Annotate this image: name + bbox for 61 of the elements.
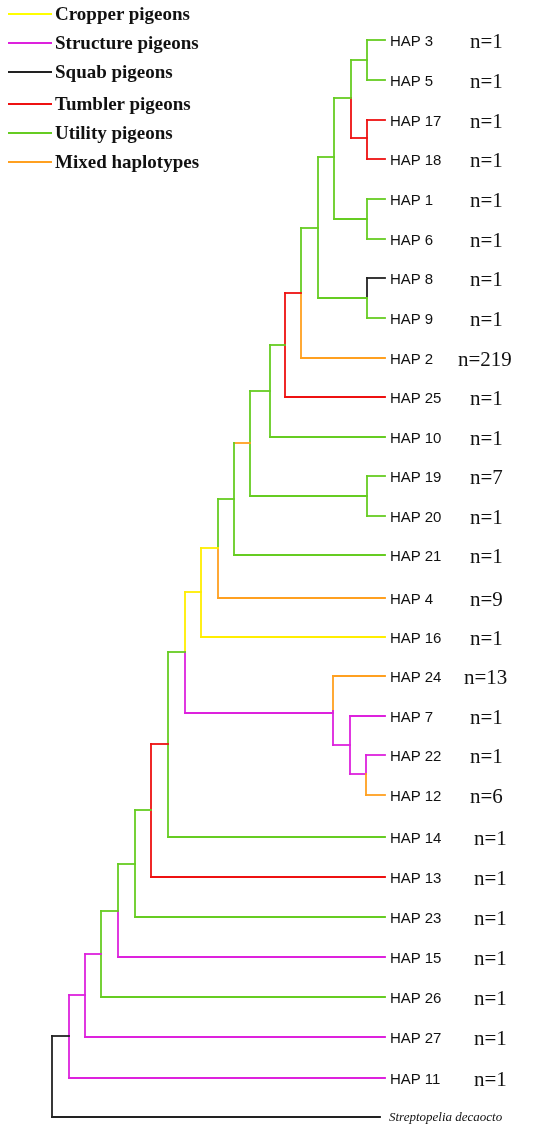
haplotype-label: HAP 20 <box>390 507 442 525</box>
sample-count: n=219 <box>458 346 512 372</box>
haplotype-label: HAP 25 <box>390 388 442 406</box>
haplotype-label: HAP 16 <box>390 628 442 646</box>
haplotype-label: HAP 15 <box>390 948 442 966</box>
legend-label: Squab pigeons <box>55 61 173 83</box>
sample-count: n=1 <box>474 865 507 891</box>
sample-count: n=1 <box>474 825 507 851</box>
haplotype-label: HAP 13 <box>390 868 442 886</box>
haplotype-label: HAP 5 <box>390 71 434 89</box>
sample-count: n=6 <box>470 783 503 809</box>
sample-count: n=1 <box>470 704 503 730</box>
sample-count: n=1 <box>470 266 503 292</box>
haplotype-label: HAP 8 <box>390 269 434 287</box>
sample-count: n=1 <box>470 625 503 651</box>
haplotype-label: HAP 3 <box>390 31 434 49</box>
haplotype-label: HAP 12 <box>390 786 442 804</box>
sample-count: n=1 <box>470 306 503 332</box>
legend-label: Cropper pigeons <box>55 3 190 25</box>
sample-count: n=1 <box>470 108 503 134</box>
sample-count: n=1 <box>470 68 503 94</box>
sample-count: n=13 <box>464 664 508 690</box>
legend-label: Mixed haplotypes <box>55 151 200 173</box>
haplotype-label: HAP 19 <box>390 467 442 485</box>
sample-count: n=1 <box>470 187 503 213</box>
haplotype-label: HAP 14 <box>390 828 442 846</box>
haplotype-label: HAP 23 <box>390 908 442 926</box>
haplotype-label: HAP 6 <box>390 230 434 248</box>
sample-count: n=1 <box>474 905 507 931</box>
sample-count: n=1 <box>470 385 503 411</box>
sample-count: n=1 <box>470 425 503 451</box>
sample-count: n=1 <box>474 1025 507 1051</box>
sample-count: n=1 <box>474 1066 507 1092</box>
haplotype-label: HAP 24 <box>390 667 442 685</box>
legend-label: Utility pigeons <box>55 122 173 144</box>
outgroup-species-name: Streptopelia decaocto <box>389 1109 503 1125</box>
haplotype-label: HAP 21 <box>390 546 442 564</box>
haplotype-label: HAP 26 <box>390 988 442 1006</box>
sample-count: n=1 <box>474 945 507 971</box>
haplotype-label: HAP 7 <box>390 707 434 725</box>
sample-count: n=1 <box>470 543 503 569</box>
legend-label: Structure pigeons <box>55 32 199 54</box>
haplotype-label: HAP 11 <box>390 1069 441 1087</box>
legend-label: Tumbler pigeons <box>55 93 191 115</box>
haplotype-label: HAP 27 <box>390 1028 442 1046</box>
sample-count: n=1 <box>470 147 503 173</box>
sample-count: n=1 <box>470 227 503 253</box>
sample-count: n=7 <box>470 464 503 490</box>
haplotype-label: HAP 1 <box>390 190 434 208</box>
haplotype-label: HAP 10 <box>390 428 442 446</box>
sample-count: n=1 <box>474 985 507 1011</box>
haplotype-label: HAP 22 <box>390 746 442 764</box>
sample-count: n=9 <box>470 586 503 612</box>
haplotype-label: HAP 9 <box>390 309 434 327</box>
sample-count: n=1 <box>470 28 503 54</box>
haplotype-label: HAP 18 <box>390 150 442 168</box>
sample-count: n=1 <box>470 504 503 530</box>
haplotype-label: HAP 2 <box>390 349 434 367</box>
haplotype-label: HAP 4 <box>390 589 434 607</box>
sample-count: n=1 <box>470 743 503 769</box>
haplotype-label: HAP 17 <box>390 111 442 129</box>
